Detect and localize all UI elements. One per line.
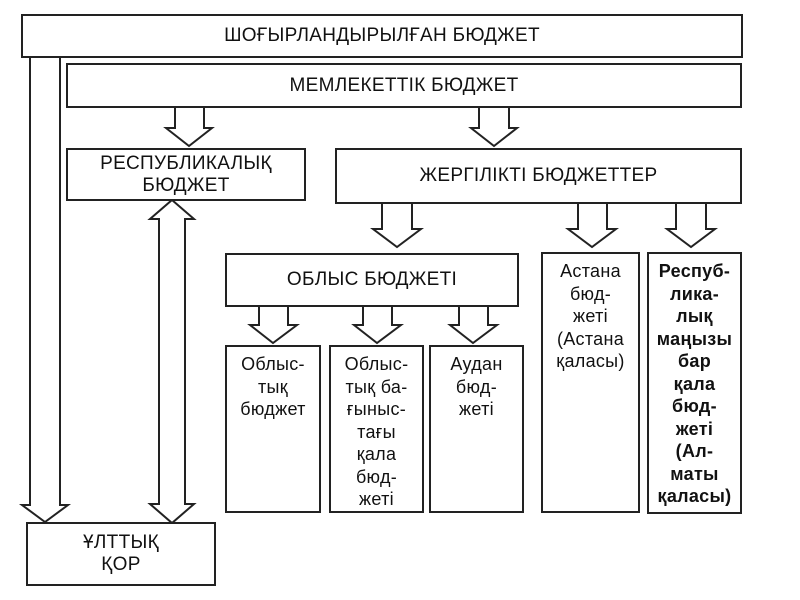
regional-budget-box: Облыс- тық бюджет [225, 345, 321, 513]
republican-city-budget-box: Респуб- лика- лық маңызы бар қала бюд- ж… [647, 252, 742, 514]
state-budget-box: МЕМЛЕКЕТТІК БЮДЖЕТ [66, 63, 742, 108]
republican-city-budget-label: Респуб- лика- лық маңызы бар қала бюд- ж… [656, 261, 733, 506]
republican-budget-label: РЕСПУБЛИКАЛЫҚ БЮДЖЕТ [100, 152, 272, 196]
arrow-local-to-oblast [370, 202, 424, 249]
subordinate-city-budget-box: Облыс- тық ба- ғыныс- тағы қала бюд- жет… [329, 345, 424, 513]
arrow-local-to-astana [565, 202, 619, 249]
arrow-consolidated-to-national-fund [18, 55, 72, 524]
regional-budget-label: Облыс- тық бюджет [240, 354, 306, 419]
arrow-oblast-to-subordinate-city [351, 305, 404, 345]
consolidated-budget-box: ШОҒЫРЛАНДЫРЫЛҒАН БЮДЖЕТ [21, 14, 743, 58]
district-budget-box: Аудан бюд- жеті [429, 345, 524, 513]
subordinate-city-budget-label: Облыс- тық ба- ғыныс- тағы қала бюд- жет… [344, 354, 409, 509]
oblast-budget-label: ОБЛЫС БЮДЖЕТІ [286, 269, 458, 291]
national-fund-box: ҰЛТТЫҚ ҚОР [26, 522, 216, 586]
arrow-oblast-to-regional [247, 305, 300, 345]
arrow-republican-national-fund-bidirectional [147, 198, 197, 525]
arrow-state-to-local [468, 106, 520, 148]
national-fund-label: ҰЛТТЫҚ ҚОР [83, 532, 159, 575]
consolidated-budget-label: ШОҒЫРЛАНДЫРЫЛҒАН БЮДЖЕТ [224, 25, 540, 47]
republican-budget-box: РЕСПУБЛИКАЛЫҚ БЮДЖЕТ [66, 148, 306, 201]
arrow-local-to-republican-city [664, 202, 718, 249]
arrow-oblast-to-district [447, 305, 500, 345]
astana-budget-label: Астана бюд- жеті (Астана қаласы) [556, 261, 625, 371]
state-budget-label: МЕМЛЕКЕТТІК БЮДЖЕТ [289, 74, 519, 96]
local-budgets-label: ЖЕРГІЛІКТІ БЮДЖЕТТЕР [419, 165, 658, 187]
oblast-budget-box: ОБЛЫС БЮДЖЕТІ [225, 253, 519, 307]
local-budgets-box: ЖЕРГІЛІКТІ БЮДЖЕТТЕР [335, 148, 742, 204]
arrow-state-to-republican [163, 106, 215, 148]
district-budget-label: Аудан бюд- жеті [450, 354, 503, 419]
astana-budget-box: Астана бюд- жеті (Астана қаласы) [541, 252, 640, 513]
